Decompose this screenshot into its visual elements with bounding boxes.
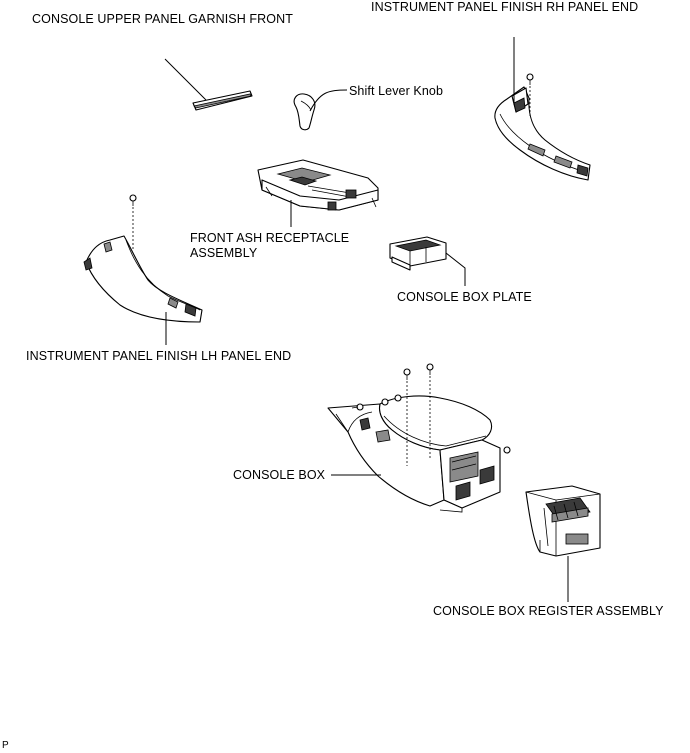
label-shift-lever-knob: Shift Lever Knob	[349, 84, 444, 98]
shift-lever-knob	[293, 89, 348, 131]
figure-code: P	[2, 740, 9, 751]
console-box	[327, 363, 511, 513]
console-upper-panel-garnish-front	[164, 58, 253, 111]
front-ash-receptacle-assembly	[257, 159, 379, 227]
console-box-plate	[389, 236, 466, 286]
console-box-register-assembly	[525, 485, 601, 602]
label-console-box-plate: CONSOLE BOX PLATE	[397, 290, 532, 304]
instrument-panel-finish-lh-panel-end	[83, 194, 203, 345]
label-console-box: CONSOLE BOX	[233, 468, 326, 482]
label-console-box-register-assembly: CONSOLE BOX REGISTER ASSEMBLY	[433, 604, 664, 618]
label-front-ash-receptacle-line1: FRONT ASH RECEPTACLE	[190, 231, 350, 245]
label-instrument-panel-finish-rh-panel-end: INSTRUMENT PANEL FINISH RH PANEL END	[371, 0, 639, 14]
label-front-ash-receptacle-line2: ASSEMBLY	[190, 246, 258, 260]
instrument-panel-finish-rh-panel-end	[494, 37, 591, 181]
label-instrument-panel-finish-lh-panel-end: INSTRUMENT PANEL FINISH LH PANEL END	[26, 349, 292, 363]
label-console-upper-panel-garnish-front: CONSOLE UPPER PANEL GARNISH FRONT	[32, 12, 293, 26]
